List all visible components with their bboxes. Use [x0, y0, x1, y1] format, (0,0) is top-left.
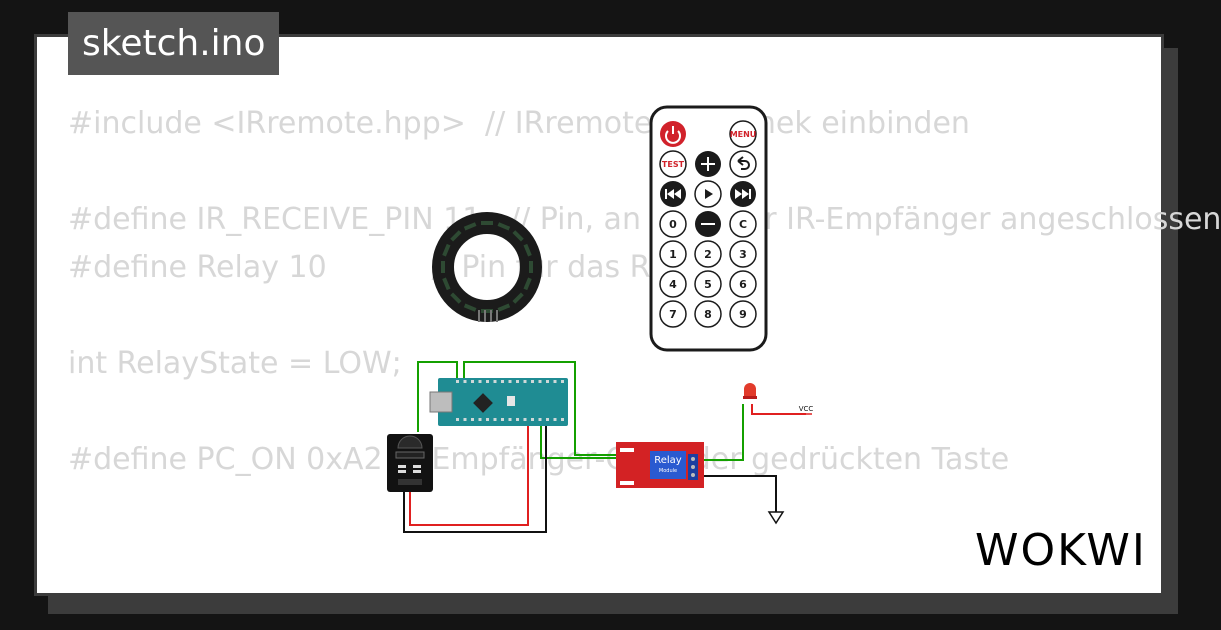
plus-button[interactable]: [695, 151, 721, 177]
rewind-button[interactable]: [660, 181, 686, 207]
wokwi-logo: WOKWI: [975, 525, 1147, 576]
header-pin: [493, 418, 497, 421]
header-pin: [471, 380, 474, 383]
ring-led: [442, 277, 451, 291]
ring-led: [497, 222, 511, 231]
header-pin: [538, 380, 542, 383]
header-pin: [516, 418, 519, 421]
header-pin: [501, 418, 504, 421]
header-pin: [546, 418, 549, 421]
remote-key-4[interactable]: [659, 270, 687, 298]
header-pin: [516, 380, 519, 383]
header-pin: [553, 380, 557, 383]
relay-module[interactable]: Relay Module: [616, 442, 704, 488]
relay-sublabel: Module: [659, 468, 677, 474]
key-c: C: [739, 218, 747, 231]
header-pin: [486, 380, 489, 383]
remote-key-1[interactable]: [659, 240, 687, 268]
header-pin: [523, 380, 527, 383]
remote-row3[interactable]: 0 C: [659, 210, 757, 238]
play-button[interactable]: [694, 180, 722, 208]
ring-led: [441, 261, 445, 273]
remote-key-label: 9: [739, 308, 747, 321]
header-pin: [486, 418, 489, 421]
header-pin: [463, 380, 467, 383]
test-button[interactable]: TEST: [659, 150, 687, 178]
remote-key-2[interactable]: [694, 240, 722, 268]
neopixel-ring[interactable]: [432, 212, 542, 322]
file-title: sketch.ino: [68, 12, 280, 75]
ring-led: [512, 230, 524, 242]
remote-key-label: 3: [739, 248, 747, 261]
ring-led: [523, 277, 532, 291]
remote-key-8[interactable]: [694, 300, 722, 328]
remote-key-label: 1: [669, 248, 677, 261]
arduino-nano[interactable]: [429, 378, 568, 426]
relay-label: Relay: [654, 455, 682, 466]
remote-numpad[interactable]: 1 2 3 4 5 6 7 8 9: [659, 240, 757, 328]
ring-led: [523, 243, 532, 257]
ring-led: [529, 261, 533, 273]
fast-forward-button[interactable]: [730, 181, 756, 207]
remote-key-label: 5: [704, 278, 712, 291]
header-pin: [561, 380, 564, 383]
ring-led: [512, 292, 524, 304]
remote-key-label: 2: [704, 248, 712, 261]
ring-led: [463, 222, 477, 231]
preview-card: [34, 34, 1164, 596]
header-pin: [561, 418, 564, 421]
header-pin: [508, 418, 512, 421]
remote-key-7[interactable]: [659, 300, 687, 328]
header-pin: [531, 418, 534, 421]
header-pin: [531, 380, 534, 383]
header-pin: [553, 418, 557, 421]
header-pin: [478, 380, 482, 383]
header-pin: [546, 380, 549, 383]
header-pin: [471, 418, 474, 421]
header-pin: [508, 380, 512, 383]
red-led[interactable]: [743, 383, 757, 399]
power-button[interactable]: [660, 121, 686, 147]
header-pin: [478, 418, 482, 421]
header-pin: [456, 380, 459, 383]
ir-receiver[interactable]: [387, 434, 433, 492]
header-pin: [501, 380, 504, 383]
ring-led: [442, 243, 451, 257]
header-pin: [523, 418, 527, 421]
ring-led: [481, 221, 493, 225]
header-pin: [463, 418, 467, 421]
remote-key-label: 8: [704, 308, 712, 321]
remote-key-label: 4: [669, 278, 677, 291]
header-pin: [538, 418, 542, 421]
header-pin: [493, 380, 497, 383]
vcc-label: VCC: [799, 405, 814, 413]
remote-key-label: 7: [669, 308, 677, 321]
ring-led: [450, 230, 462, 242]
menu-button[interactable]: MENU: [729, 120, 757, 148]
ir-remote[interactable]: MENU TEST 0: [649, 105, 768, 352]
remote-key-3[interactable]: [729, 240, 757, 268]
wires: [403, 361, 806, 533]
ring-led: [497, 303, 511, 312]
remote-key-6[interactable]: [729, 270, 757, 298]
ring-led: [450, 292, 462, 304]
header-pin: [456, 418, 459, 421]
vcc-symbol: VCC: [799, 405, 814, 415]
remote-key-9[interactable]: [729, 300, 757, 328]
back-button[interactable]: [729, 150, 757, 178]
test-label: TEST: [662, 160, 685, 169]
code-line: int RelayState = LOW;: [68, 346, 402, 381]
menu-label: MENU: [730, 130, 757, 139]
remote-key-label: 6: [739, 278, 747, 291]
ground-symbol: [767, 511, 785, 525]
key-0: 0: [669, 218, 677, 231]
ring-led: [463, 303, 477, 312]
remote-key-5[interactable]: [694, 270, 722, 298]
